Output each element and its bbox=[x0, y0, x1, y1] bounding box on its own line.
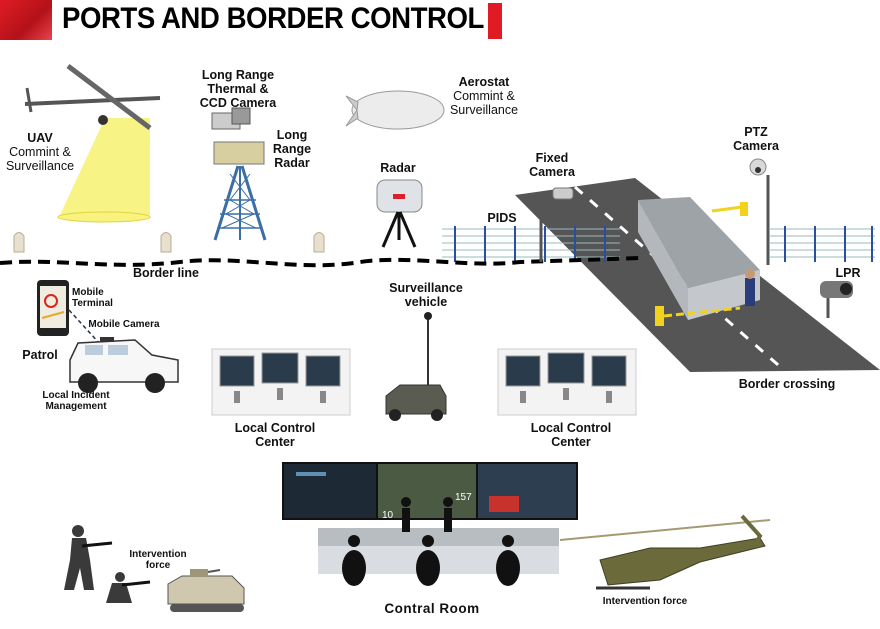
operator-icon bbox=[318, 497, 559, 586]
camera-tower-icon bbox=[211, 107, 267, 241]
surveillance-vehicle-icon bbox=[385, 312, 447, 421]
soldier-icon bbox=[64, 525, 151, 603]
aerostat-label: Aerostat Commint & Surveillance bbox=[449, 75, 519, 117]
local-incident-label: Local Incident Management bbox=[42, 390, 110, 413]
fixed-camera-icon bbox=[539, 187, 574, 262]
helicopter-icon bbox=[559, 514, 771, 590]
title-accent-left bbox=[0, 0, 52, 40]
radar-label: Radar bbox=[380, 161, 416, 175]
patrol-vehicle-icon bbox=[69, 337, 179, 393]
pids-label: PIDS bbox=[487, 211, 517, 225]
border-line-path bbox=[0, 256, 641, 268]
intervention-force-label: Intervention force bbox=[602, 596, 688, 607]
title-accent-right bbox=[488, 3, 502, 39]
svg-text:10: 10 bbox=[382, 510, 394, 521]
thermal-camera-label: Long Range Thermal & CCD Camera bbox=[199, 68, 277, 110]
monitor-workstation-icon bbox=[211, 348, 351, 416]
lpr-label: LPR bbox=[835, 266, 861, 280]
mobile-terminal-icon bbox=[37, 280, 101, 345]
radar-dome-icon bbox=[376, 179, 423, 248]
mobile-terminal-label: Mobile Terminal bbox=[72, 287, 113, 310]
border-line-label: Border line bbox=[133, 266, 199, 280]
lpr-camera-icon bbox=[820, 281, 853, 318]
aerostat-icon bbox=[345, 90, 445, 130]
border-gate-icon bbox=[638, 197, 769, 326]
control-room-label: Contral Room bbox=[384, 601, 480, 616]
local-control-center-label: Local Control Center bbox=[234, 421, 316, 449]
video-wall-icon: 157 10 bbox=[282, 462, 578, 521]
border-crossing-label: Border crossing bbox=[738, 377, 836, 391]
local-control-center-label: Local Control Center bbox=[530, 421, 612, 449]
patrol-label: Patrol bbox=[22, 348, 58, 362]
uav-label: UAV Commint & Surveillance bbox=[5, 131, 75, 173]
fence-icon bbox=[442, 226, 875, 262]
mobile-camera-label: Mobile Camera bbox=[88, 319, 160, 330]
ptz-camera-label: PTZ Camera bbox=[733, 125, 779, 153]
surveillance-vehicle-label: Surveillance vehicle bbox=[389, 281, 463, 309]
page-title: PORTS AND BORDER CONTROL bbox=[62, 2, 484, 35]
long-range-radar-label: Long Range Radar bbox=[272, 128, 312, 170]
ptz-camera-icon bbox=[749, 158, 770, 265]
intervention-force-label: Intervention force bbox=[129, 549, 187, 572]
svg-text:157: 157 bbox=[455, 492, 472, 503]
fixed-camera-label: Fixed Camera bbox=[529, 151, 575, 179]
monitor-workstation-icon bbox=[497, 348, 637, 416]
border-marker-icon bbox=[13, 232, 325, 253]
uav-drone-icon bbox=[24, 64, 161, 223]
armored-vehicle-icon bbox=[167, 569, 245, 612]
